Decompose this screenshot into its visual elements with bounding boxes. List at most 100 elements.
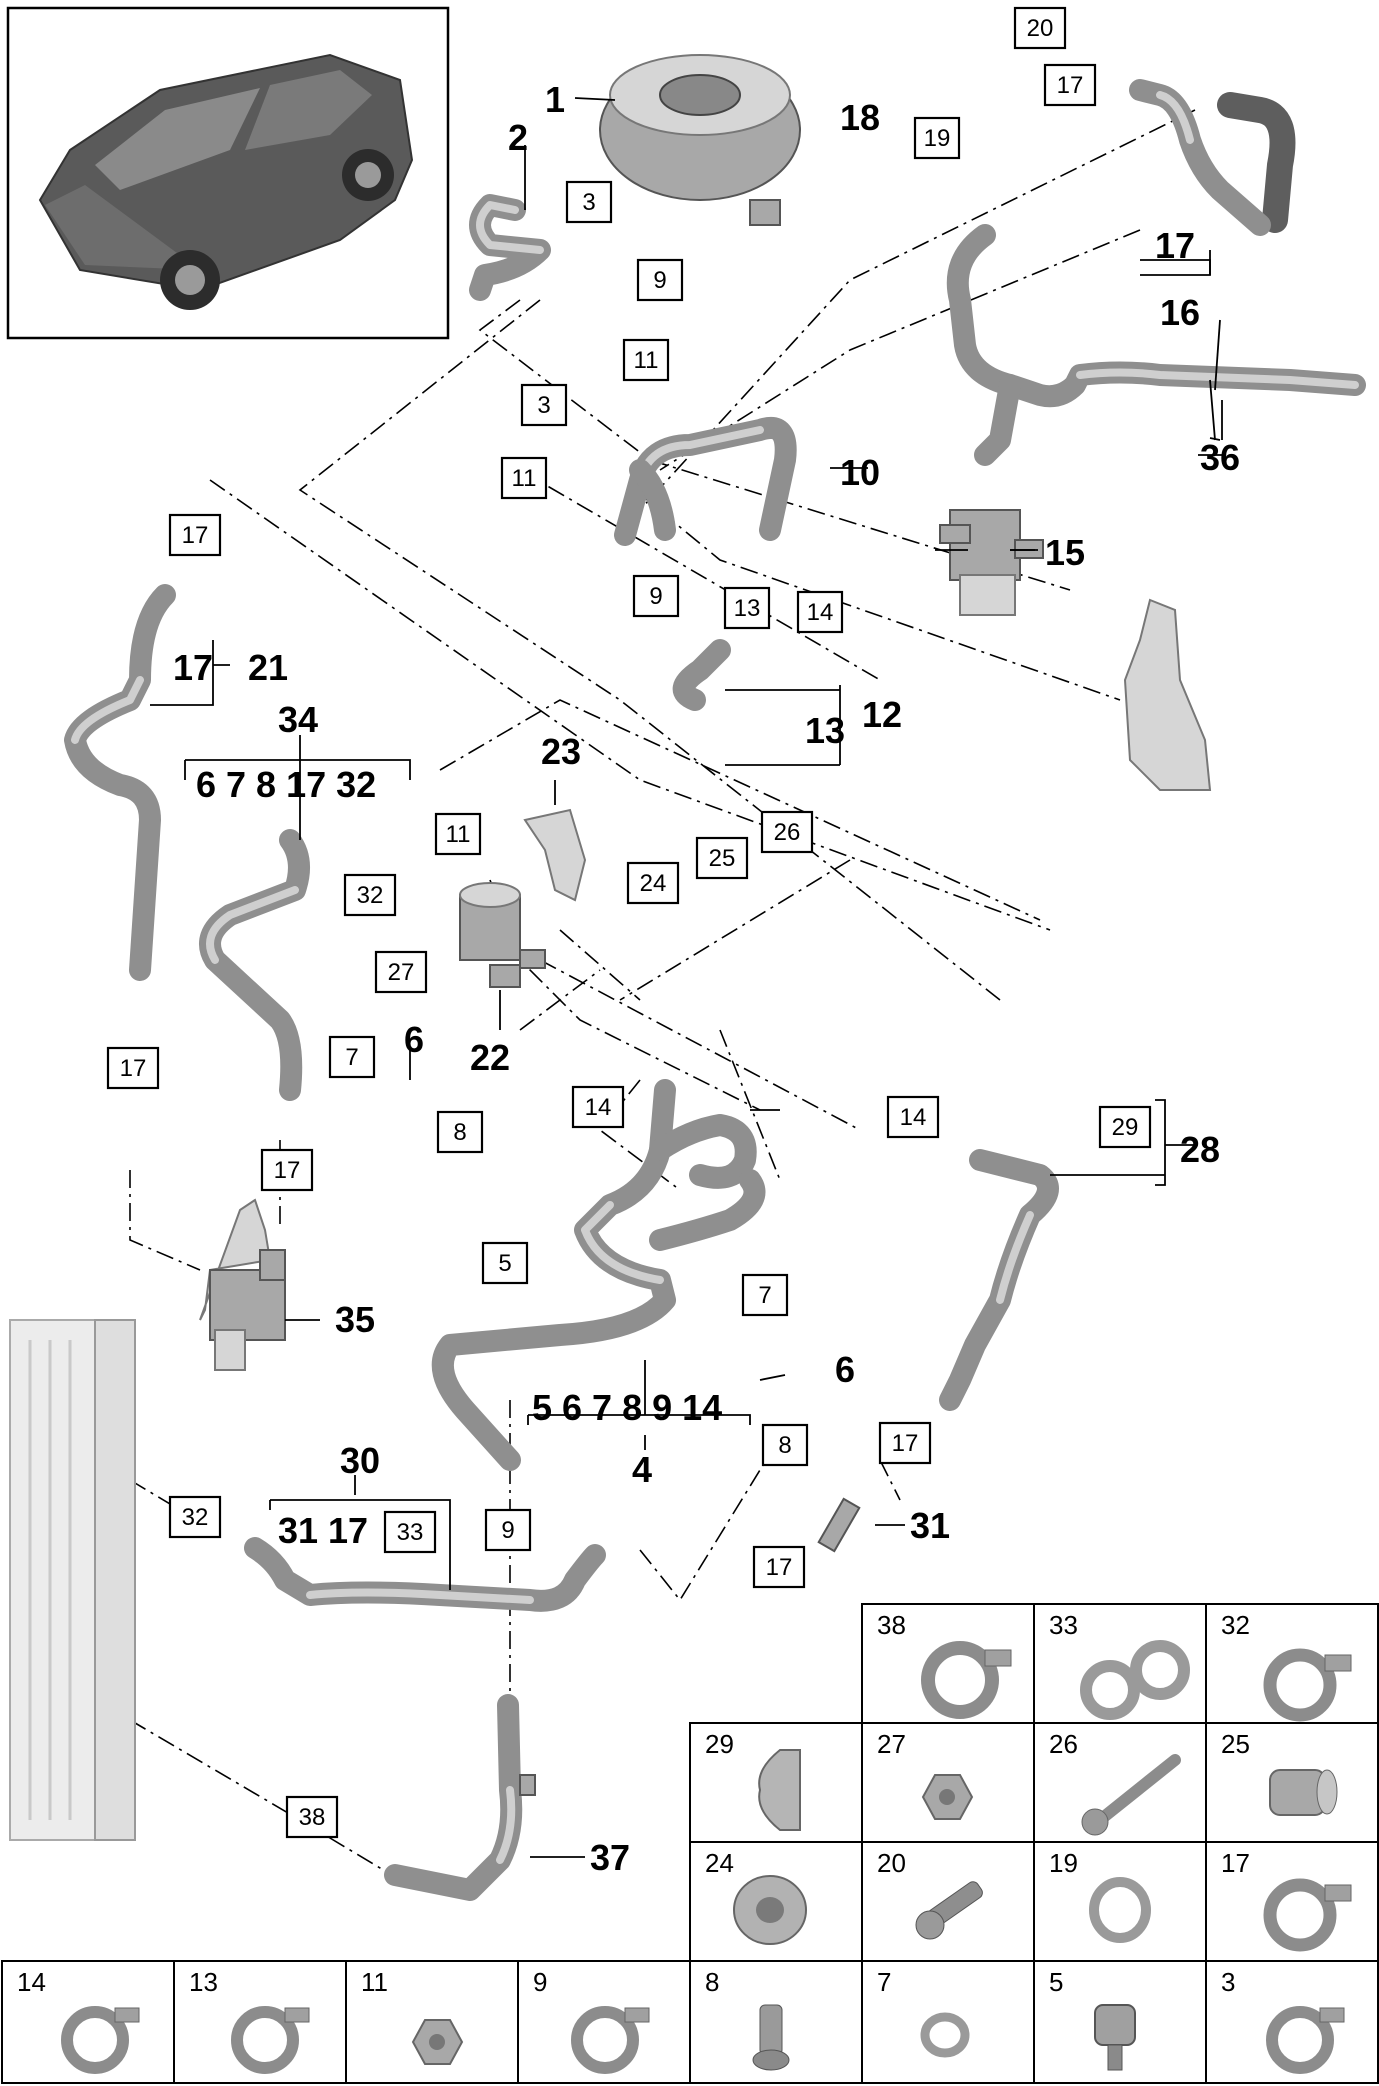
legend-14: 14: [17, 1967, 46, 1997]
hose-clamp-icon: [61, 2006, 140, 2074]
svg-text:20: 20: [1027, 15, 1054, 42]
callout-17-top: 17: [1155, 225, 1195, 266]
ref-box: 33: [383, 1510, 437, 1554]
svg-text:17: 17: [274, 1157, 301, 1184]
ref-box: 14: [886, 1095, 940, 1139]
hose-clamp-icon: [921, 1641, 1012, 1719]
legend-33: 33: [1049, 1610, 1078, 1640]
callout-17-hose21: 17: [173, 647, 213, 688]
ref-box: 3: [520, 383, 568, 427]
svg-text:38: 38: [299, 1804, 326, 1831]
svg-text:5: 5: [498, 1250, 511, 1277]
legend-29: 29: [705, 1729, 734, 1759]
legend-17: 17: [1221, 1848, 1250, 1878]
vehicle-thumbnail: [6, 6, 450, 340]
callout-labels: 1 2 10 15 17 16 18 36 12 13 17 21 34 6 7…: [173, 79, 1240, 1878]
ref-box: 17: [260, 1148, 314, 1192]
o-ring-icon: [1089, 1877, 1151, 1943]
ref-box: 9: [484, 1508, 532, 1552]
ref-box: 14: [796, 590, 844, 634]
svg-text:24: 24: [640, 870, 667, 897]
bolt-icon: [1081, 1754, 1181, 1836]
callout-30: 30: [340, 1440, 380, 1481]
ref-box: 13: [723, 586, 771, 630]
legend-3: 3: [1221, 1967, 1235, 1997]
clip-icon: [1094, 2004, 1136, 2071]
svg-text:29: 29: [1112, 1114, 1139, 1141]
callout-6-upper: 6: [404, 1019, 424, 1060]
callout-22: 22: [470, 1037, 510, 1078]
ref-box: 29: [1098, 1105, 1152, 1149]
grommet-icon: [733, 1875, 807, 1945]
hose-13: [672, 639, 731, 711]
valve-15: [939, 509, 1044, 616]
ref-box: 5: [481, 1241, 529, 1285]
ref-box: 7: [328, 1035, 376, 1079]
svg-text:11: 11: [634, 347, 659, 374]
svg-text:3: 3: [537, 392, 550, 419]
callout-15: 15: [1045, 532, 1085, 573]
ref-box: 7: [741, 1273, 789, 1317]
callout-21: 21: [248, 647, 288, 688]
callout-13: 13: [805, 710, 845, 751]
legend-24: 24: [705, 1848, 734, 1878]
group-34-parts: 6 7 8 17 32: [196, 764, 376, 805]
o-ring-icon: [920, 2012, 970, 2058]
hose-37: [384, 1694, 536, 1901]
callout-34: 34: [278, 699, 318, 740]
ref-box: 24: [626, 861, 680, 905]
cooler-35: [199, 1198, 286, 1371]
svg-text:11: 11: [512, 465, 537, 492]
svg-text:19: 19: [924, 125, 951, 152]
leader-lines: [150, 97, 1225, 1858]
legend-7: 7: [877, 1967, 891, 1997]
svg-text:7: 7: [758, 1282, 771, 1309]
callout-17-group30: 17: [328, 1510, 368, 1551]
hose-clamp-icon: [231, 2006, 310, 2074]
boxed-references: 3 9 11 3 11 9 13 14 17 19 20 17 11 24 25…: [106, 6, 1152, 1839]
svg-text:17: 17: [120, 1055, 147, 1082]
ref-box: 9: [636, 258, 684, 302]
callout-36: 36: [1200, 437, 1240, 478]
bushing-icon: [1269, 1769, 1338, 1816]
ref-box: 17: [752, 1545, 806, 1589]
ref-box: 14: [571, 1085, 625, 1129]
ref-box: 8: [761, 1423, 809, 1467]
hose-clamp-icon: [1263, 1878, 1352, 1952]
bracket-clip-icon: [758, 1749, 801, 1831]
ref-box: 8: [436, 1110, 484, 1154]
legend-26: 26: [1049, 1729, 1078, 1759]
legend-38: 38: [877, 1610, 906, 1640]
callout-18: 18: [840, 97, 880, 138]
legend-20: 20: [877, 1848, 906, 1878]
hose-34: [199, 829, 310, 1101]
legend-25: 25: [1221, 1729, 1250, 1759]
callout-23: 23: [541, 731, 581, 772]
hose-30: [244, 1537, 606, 1612]
callout-31: 31: [910, 1505, 950, 1546]
svg-text:14: 14: [585, 1094, 612, 1121]
ref-box: 32: [343, 873, 397, 917]
connector-31: [817, 1497, 861, 1553]
hose-4: [431, 1079, 766, 1471]
legend-5: 5: [1049, 1967, 1063, 1997]
ref-box: 11: [434, 812, 482, 856]
hose-36: [946, 224, 1366, 466]
hose-16: [1129, 79, 1296, 236]
callout-12: 12: [862, 694, 902, 735]
ref-box: 17: [168, 513, 222, 557]
svg-text:14: 14: [807, 599, 834, 626]
ref-box: 27: [374, 950, 428, 994]
legend-19: 19: [1049, 1848, 1078, 1878]
svg-text:13: 13: [734, 595, 761, 622]
svg-text:3: 3: [582, 189, 595, 216]
callout-2: 2: [508, 117, 528, 158]
hose-10: [614, 417, 797, 546]
callout-28: 28: [1180, 1129, 1220, 1170]
bracket-23: [523, 808, 587, 902]
svg-text:25: 25: [709, 845, 736, 872]
svg-text:11: 11: [446, 821, 471, 848]
svg-text:17: 17: [892, 1430, 919, 1457]
ref-box: 20: [1013, 6, 1067, 50]
svg-text:7: 7: [345, 1044, 358, 1071]
